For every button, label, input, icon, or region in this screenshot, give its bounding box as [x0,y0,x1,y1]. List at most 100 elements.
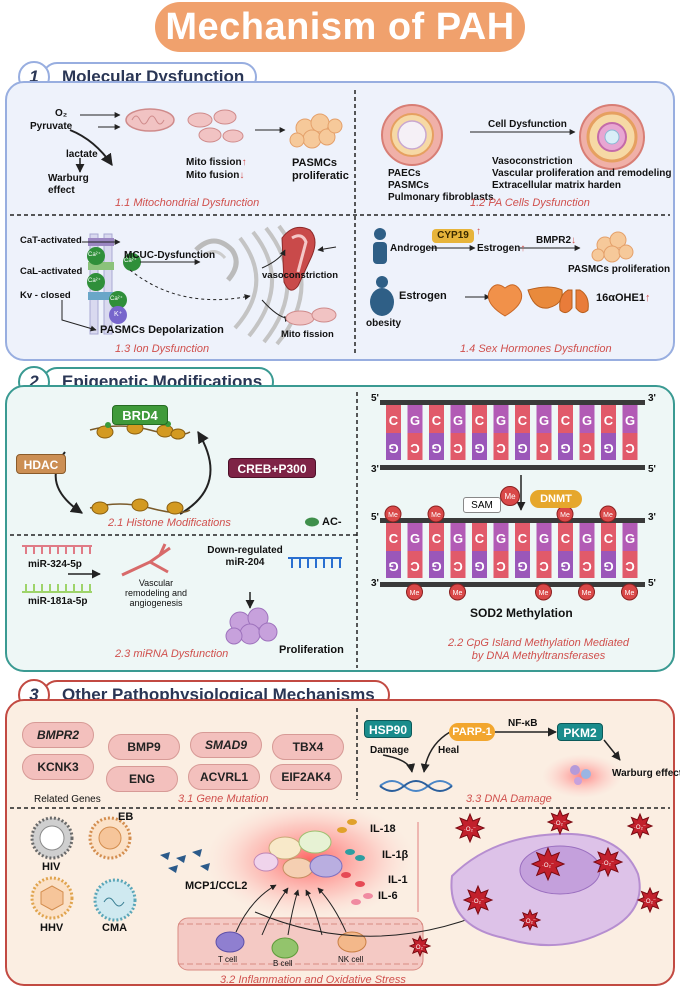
nucleosome-bottom-icon [89,498,191,515]
base-letter: C [604,413,614,428]
base-letter: C [432,531,442,546]
gene-bmp9: BMP9 [108,734,180,760]
methyl-label: Me [431,512,441,519]
base-letter: C [389,531,399,546]
base-block [536,523,552,551]
base-letter: G [539,531,549,546]
ros-star [546,808,574,836]
ohe-label: 16αOHE1 [596,292,645,304]
cell-item: PAECs [388,168,421,179]
ros-star [592,846,624,878]
methyl-label: Me [603,512,613,519]
cat-activated-label: CaT-activated [20,235,82,246]
estrogen-label-row: Estrogen↑ [477,243,525,254]
base-letter: G [431,441,441,456]
base-block [472,405,487,433]
mcuc-mitochondrion-icon [194,238,239,282]
effect-item: Vasoconstriction [492,156,573,167]
warburg-label: Warburg effect [48,173,89,196]
base-letter: G [582,413,592,428]
base-block [515,433,530,460]
base-block [558,433,573,460]
base-block [386,523,401,551]
cell-nucleus-icon [519,845,601,895]
ros-star [636,886,664,914]
effect-item: Vascular proliferation and remodeling [492,168,672,179]
mirna-204-icon [288,557,342,568]
subtitle-2-1: 2.1 Histone Modifications [108,517,231,529]
base-block [601,523,616,551]
base-block [450,405,466,433]
acetyl-label: AC- [322,516,342,528]
acetyl-mark-icon [305,517,319,527]
base-block [601,405,616,433]
base-block [429,433,444,460]
base-letter: C [582,441,592,456]
depolarization-label: PASMCs Depolarization [100,324,224,336]
eb-virus-icon [88,816,132,860]
pa-effects-list: Vasoconstriction Vascular proliferation … [492,156,672,192]
vessel-icon [281,226,316,291]
subtitle-3-2: 3.2 Inflammation and Oxidative Stress [220,974,406,986]
methyl-group [384,505,402,523]
methyl-label: Me [539,590,549,597]
base-letter: G [474,441,484,456]
base-letter: C [496,559,506,574]
base-block [386,433,401,460]
o2-label: O₂ [55,108,68,119]
mir324-label: miR-324-5p [28,559,82,570]
base-block [429,405,444,433]
methyl-group [449,583,466,601]
base-letter: C [432,413,442,428]
pa-cells-list: PAECs PASMCs Pulmonary fibroblasts [388,168,494,204]
base-letter: G [410,531,420,546]
methyl-label: Me [560,512,570,519]
base-letter: G [625,413,635,428]
mitochondrion-icon [125,108,175,132]
base-letter: C [389,413,399,428]
methyl-group [535,583,552,601]
base-block [536,405,552,433]
base-block [622,405,638,433]
base-letter: G [517,441,527,456]
ros-stars: ·O₂⁻·O₂⁻·O₂⁻·O₂⁻·O₂⁻·O₂⁻·O₂⁻·O₂⁻·O₂⁻ [408,808,664,958]
base-block [472,551,487,578]
b-cell-label: B cell [273,959,293,968]
base-block [622,433,638,460]
mito-fission-label-row: Mito fission↑ [186,157,247,168]
base-block [493,523,509,551]
mito-fusion-label-row: Mito fusion↓ [186,170,244,181]
base-block [579,405,595,433]
virus-eb-label: EB [118,811,134,823]
base-letter: G [496,413,506,428]
base-block [493,551,509,578]
ros-star [626,812,654,840]
cpg-5prime-top: 5' [371,393,379,404]
mito-fission-label: Mito fission [186,157,242,168]
heal-label: Heal [438,745,460,756]
bmpr2-down-icon: ↓ [571,235,577,246]
base-letter: G [388,559,398,574]
sam-box: SAM [463,497,501,513]
person-icon [373,228,387,264]
base-block [558,405,573,433]
subtitle-1-1: 1.1 Mitochondrial Dysfunction [115,197,260,209]
cal-activated-label: CaL-activated [20,266,83,277]
base-letter: C [518,531,528,546]
pasmc-cluster-icon [289,113,343,149]
base-letter: C [496,441,506,456]
base-letter: G [603,441,613,456]
bmpr2-label-row: BMPR2↓ [536,235,576,246]
vascular-remodeling-label: Vascular remodeling and angiogenesis [124,578,188,608]
base-letter: G [517,559,527,574]
hdac-chip: HDAC [16,454,66,474]
lungs-icon [559,289,589,314]
base-block [622,523,638,551]
base-block [558,551,573,578]
obesity-label: obesity [366,318,402,329]
hiv-virus-icon [30,816,74,860]
base-letter: C [410,559,420,574]
base-letter: G [496,531,506,546]
